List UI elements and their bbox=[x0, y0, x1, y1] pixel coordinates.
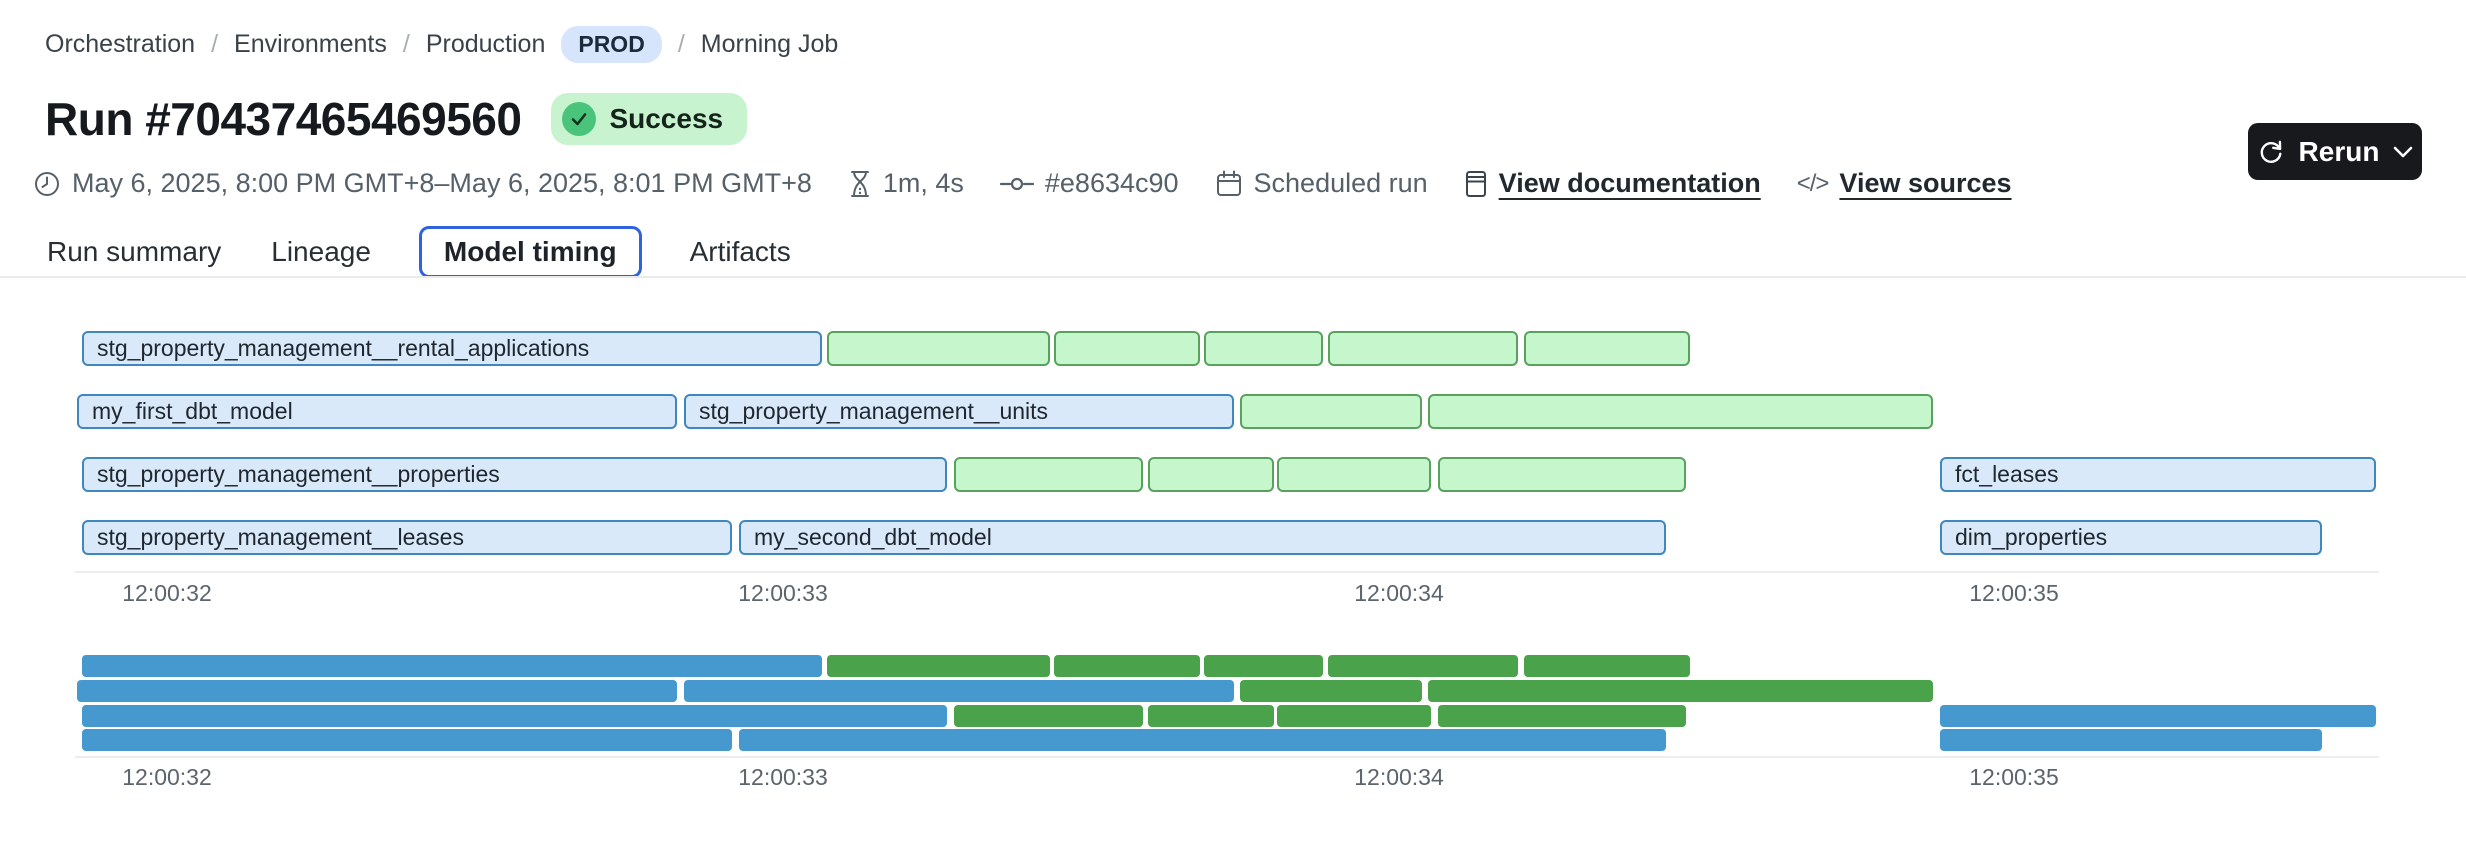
overview-bar bbox=[82, 705, 947, 727]
gantt-bar[interactable] bbox=[954, 457, 1143, 492]
gantt-bar-label: my_first_dbt_model bbox=[92, 398, 293, 424]
overview-bar bbox=[1277, 705, 1431, 727]
gantt-bar[interactable] bbox=[1204, 331, 1323, 366]
calendar-icon bbox=[1216, 170, 1241, 196]
rerun-label: Rerun bbox=[2298, 135, 2380, 167]
time-tick-label: 12:00:33 bbox=[738, 764, 828, 790]
overview-bar bbox=[1240, 680, 1422, 702]
gantt-bar[interactable]: stg_property_management__properties bbox=[82, 457, 947, 492]
view-sources-link[interactable]: </> View sources bbox=[1796, 168, 2012, 198]
commit-ref: #e8634c90 bbox=[999, 168, 1179, 199]
overview-bar bbox=[1428, 680, 1933, 702]
overview-bar bbox=[827, 655, 1050, 677]
main-axis-line bbox=[75, 571, 2379, 573]
gantt-bar[interactable] bbox=[1438, 457, 1686, 492]
gantt-bar[interactable]: stg_property_management__rental_applicat… bbox=[82, 331, 822, 366]
gantt-bar-label: stg_property_management__units bbox=[699, 398, 1049, 424]
breadcrumb-environments[interactable]: Environments bbox=[234, 30, 387, 58]
breadcrumb-separator: / bbox=[402, 30, 410, 58]
tabs-divider bbox=[0, 276, 2466, 278]
gantt-bar-label: stg_property_management__leases bbox=[97, 524, 464, 550]
tab-lineage[interactable]: Lineage bbox=[271, 236, 371, 267]
overview-bar bbox=[82, 729, 732, 751]
gantt-bar[interactable]: stg_property_management__units bbox=[684, 394, 1234, 429]
hourglass-icon bbox=[850, 170, 869, 197]
overview-bar bbox=[1940, 729, 2322, 751]
page-title: Run #70437465469560 bbox=[45, 93, 522, 145]
status-label: Success bbox=[609, 103, 724, 134]
run-header: Run #70437465469560 Success bbox=[45, 92, 748, 146]
rerun-button[interactable]: Rerun bbox=[2248, 123, 2422, 180]
breadcrumb: Orchestration / Environments / Productio… bbox=[45, 26, 838, 63]
breadcrumb-production[interactable]: Production bbox=[425, 30, 546, 58]
gantt-bar-label: dim_properties bbox=[1955, 524, 2108, 550]
breadcrumb-separator: / bbox=[211, 30, 219, 58]
gantt-bar-label: stg_property_management__rental_applicat… bbox=[97, 335, 590, 361]
gantt-bar[interactable] bbox=[1148, 457, 1274, 492]
tab-artifacts[interactable]: Artifacts bbox=[689, 236, 791, 267]
time-tick-label: 12:00:33 bbox=[738, 580, 828, 606]
gantt-bar[interactable]: stg_property_management__leases bbox=[82, 520, 732, 555]
overview-bar bbox=[739, 729, 1666, 751]
time-tick-label: 12:00:32 bbox=[122, 764, 212, 790]
gantt-bar[interactable] bbox=[1524, 331, 1690, 366]
gantt-bar[interactable] bbox=[1328, 331, 1518, 366]
gantt-bar[interactable]: my_first_dbt_model bbox=[77, 394, 677, 429]
gantt-bar[interactable] bbox=[1054, 331, 1200, 366]
gantt-bar-label: my_second_dbt_model bbox=[754, 524, 992, 550]
gantt-bar[interactable] bbox=[827, 331, 1050, 366]
tab-run-summary[interactable]: Run summary bbox=[47, 236, 222, 267]
overview-bar bbox=[1524, 655, 1690, 677]
overview-bar bbox=[1054, 655, 1200, 677]
overview-bar bbox=[1204, 655, 1323, 677]
overview-bar bbox=[684, 680, 1234, 702]
gantt-bar[interactable] bbox=[1428, 394, 1933, 429]
overview-bar bbox=[1438, 705, 1686, 727]
success-check-icon bbox=[562, 102, 597, 136]
time-tick-label: 12:00:34 bbox=[1354, 580, 1444, 606]
run-time-range: May 6, 2025, 8:00 PM GMT+8–May 6, 2025, … bbox=[33, 168, 812, 199]
gantt-bar[interactable]: my_second_dbt_model bbox=[739, 520, 1666, 555]
run-trigger: Scheduled run bbox=[1215, 168, 1428, 199]
document-icon bbox=[1465, 170, 1486, 197]
time-tick-label: 12:00:35 bbox=[1969, 580, 2059, 606]
time-tick-label: 12:00:35 bbox=[1969, 764, 2059, 790]
overview-bar bbox=[954, 705, 1143, 727]
overview-bar bbox=[82, 655, 822, 677]
run-meta-row: May 6, 2025, 8:00 PM GMT+8–May 6, 2025, … bbox=[33, 168, 2012, 199]
gantt-bar-label: stg_property_management__properties bbox=[97, 461, 500, 487]
status-badge: Success bbox=[551, 93, 748, 145]
overview-bar bbox=[1940, 705, 2376, 727]
tab-model-timing[interactable]: Model timing bbox=[418, 226, 642, 278]
gantt-bar[interactable] bbox=[1277, 457, 1431, 492]
run-tabs: Run summary Lineage Model timing Artifac… bbox=[45, 226, 793, 278]
overview-bar bbox=[1148, 705, 1274, 727]
time-tick-label: 12:00:34 bbox=[1354, 764, 1444, 790]
gantt-bar[interactable]: dim_properties bbox=[1940, 520, 2322, 555]
overview-axis-line bbox=[75, 756, 2379, 758]
chevron-down-icon bbox=[2392, 145, 2414, 159]
gantt-bar[interactable] bbox=[1240, 394, 1422, 429]
commit-icon bbox=[999, 177, 1034, 190]
time-tick-label: 12:00:32 bbox=[122, 580, 212, 606]
overview-bar bbox=[77, 680, 677, 702]
refresh-icon bbox=[2256, 137, 2286, 167]
clock-icon bbox=[35, 171, 59, 196]
breadcrumb-orchestration[interactable]: Orchestration bbox=[45, 30, 196, 58]
run-duration: 1m, 4s bbox=[848, 168, 964, 199]
environment-badge: PROD bbox=[561, 26, 662, 63]
code-icon: </> bbox=[1796, 169, 1830, 197]
gantt-bar-label: fct_leases bbox=[1955, 461, 2059, 487]
view-documentation-link[interactable]: View documentation bbox=[1464, 168, 1761, 199]
breadcrumb-morning-job[interactable]: Morning Job bbox=[700, 30, 839, 58]
breadcrumb-separator: / bbox=[677, 30, 685, 58]
gantt-bar[interactable]: fct_leases bbox=[1940, 457, 2376, 492]
overview-bar bbox=[1328, 655, 1518, 677]
